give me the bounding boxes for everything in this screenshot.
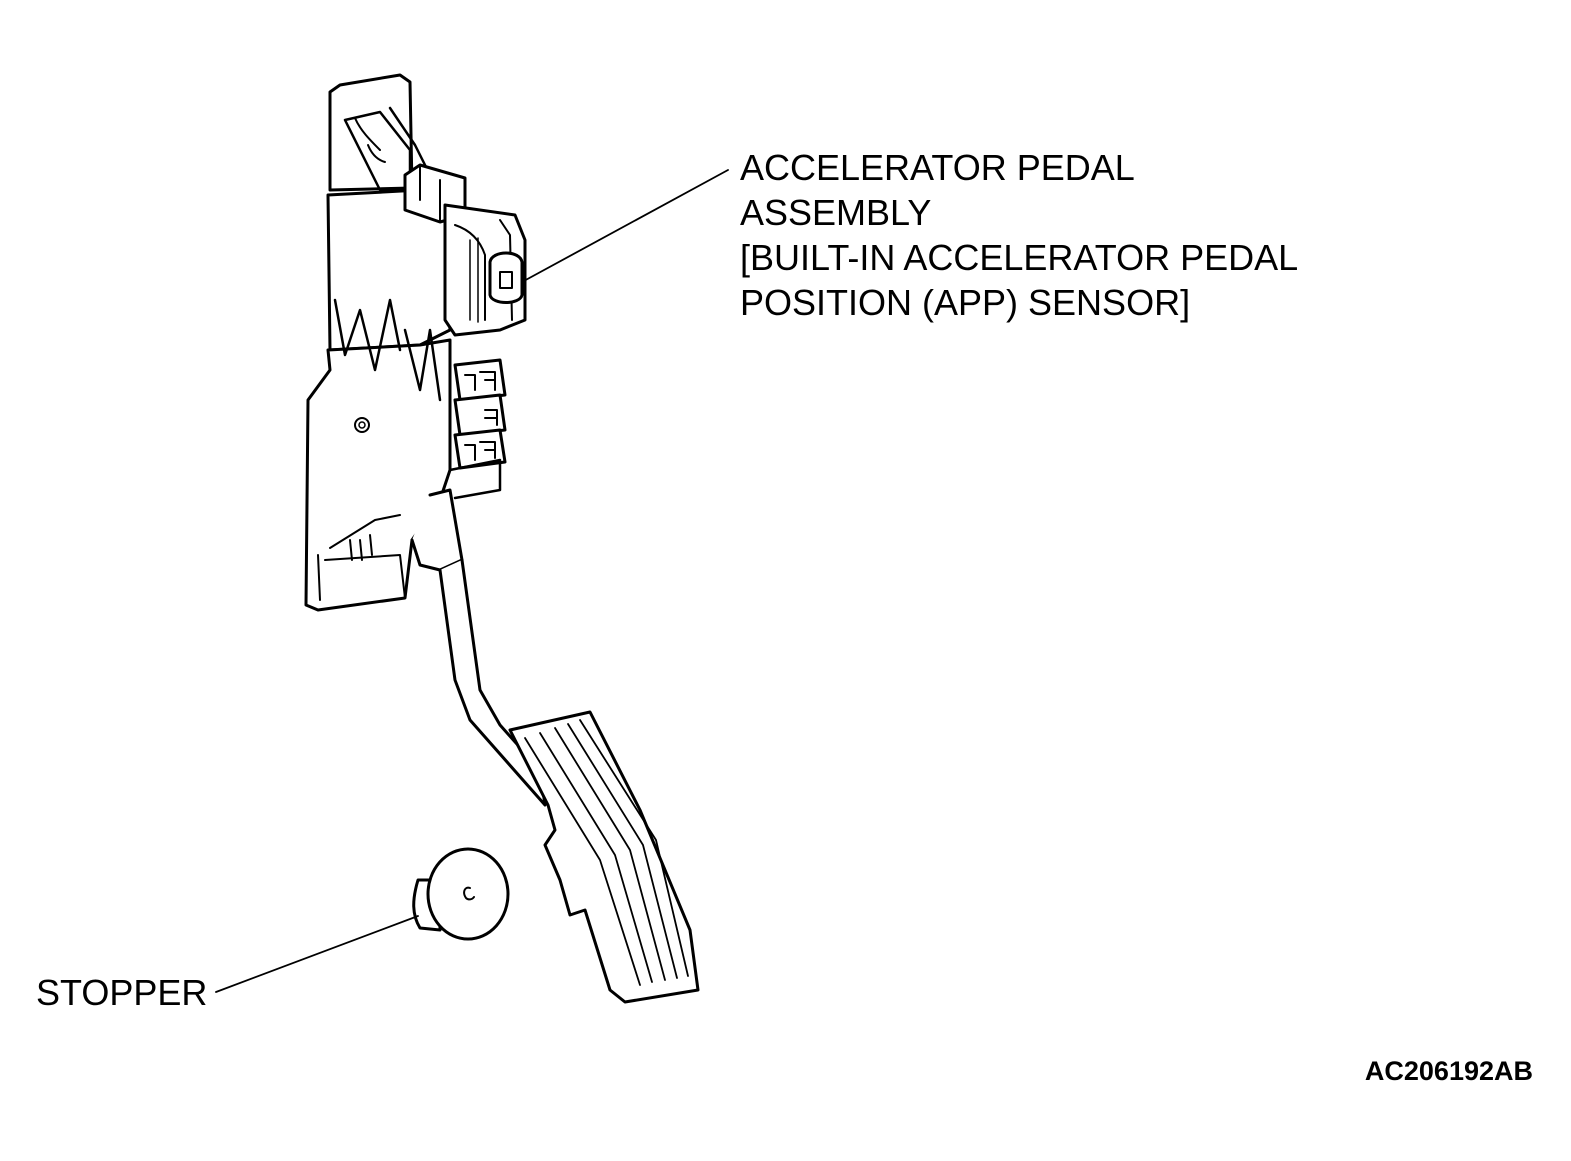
connector-clips [448,358,507,500]
assembly-leader-line [521,169,729,283]
stopper-leader-line [215,915,419,993]
pedal-pad [508,710,700,1004]
pedal-arm [410,488,547,807]
assembly-label-line: ACCELERATOR PEDAL [740,147,1135,188]
assembly-label-line: [BUILT-IN ACCELERATOR PEDAL [740,237,1299,278]
assembly-label-line: ASSEMBLY [740,192,932,233]
figure-code: AC206192AB [1364,1056,1533,1086]
lower-bracket [304,298,452,612]
pedal-housing [326,163,527,352]
assembly-callout-label: ACCELERATOR PEDAL ASSEMBLY [BUILT-IN ACC… [740,145,1298,325]
assembly-label-line: POSITION (APP) SENSOR] [740,282,1191,323]
stopper-label-line: STOPPER [36,972,208,1013]
stopper-part [412,847,510,941]
stopper-callout-label: STOPPER [36,970,207,1015]
